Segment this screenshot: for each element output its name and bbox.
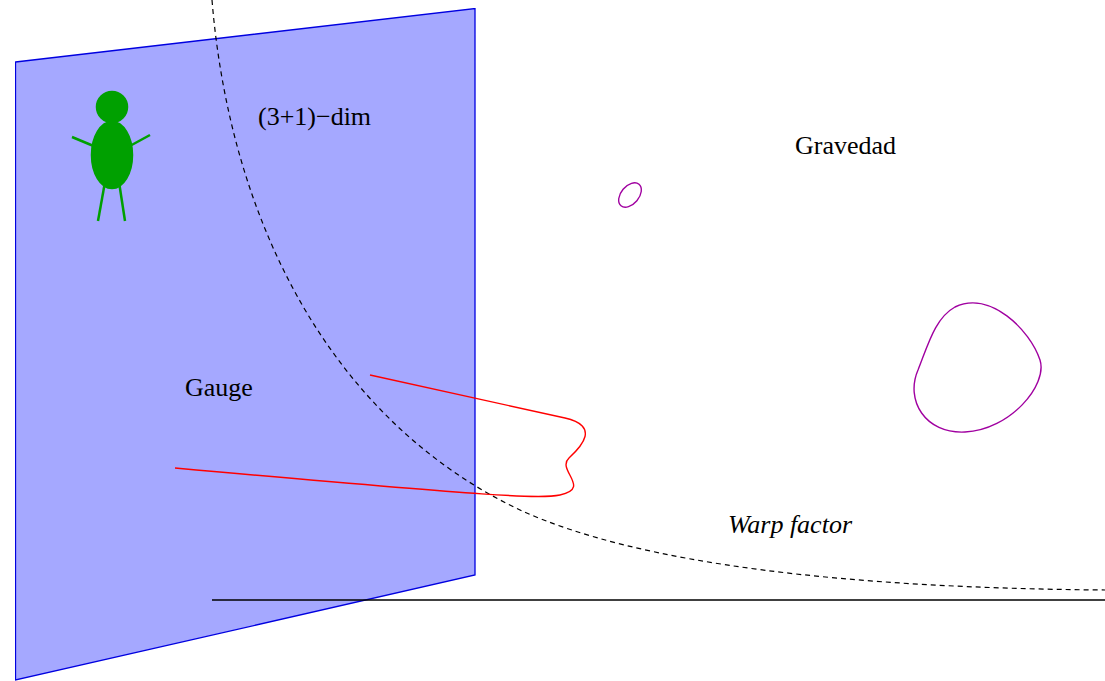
dimension-label: (3+1)−dim (258, 102, 371, 132)
closed-string (914, 303, 1041, 432)
gauge-label: Gauge (185, 373, 253, 403)
curve-label: Warp factor (728, 510, 852, 540)
brane: (3+1)−dimGauge (15, 8, 476, 681)
brane-shape (15, 8, 476, 681)
region-label: Gravedad (795, 131, 896, 161)
closed-string (614, 178, 646, 211)
axis-line (212, 599, 1105, 600)
